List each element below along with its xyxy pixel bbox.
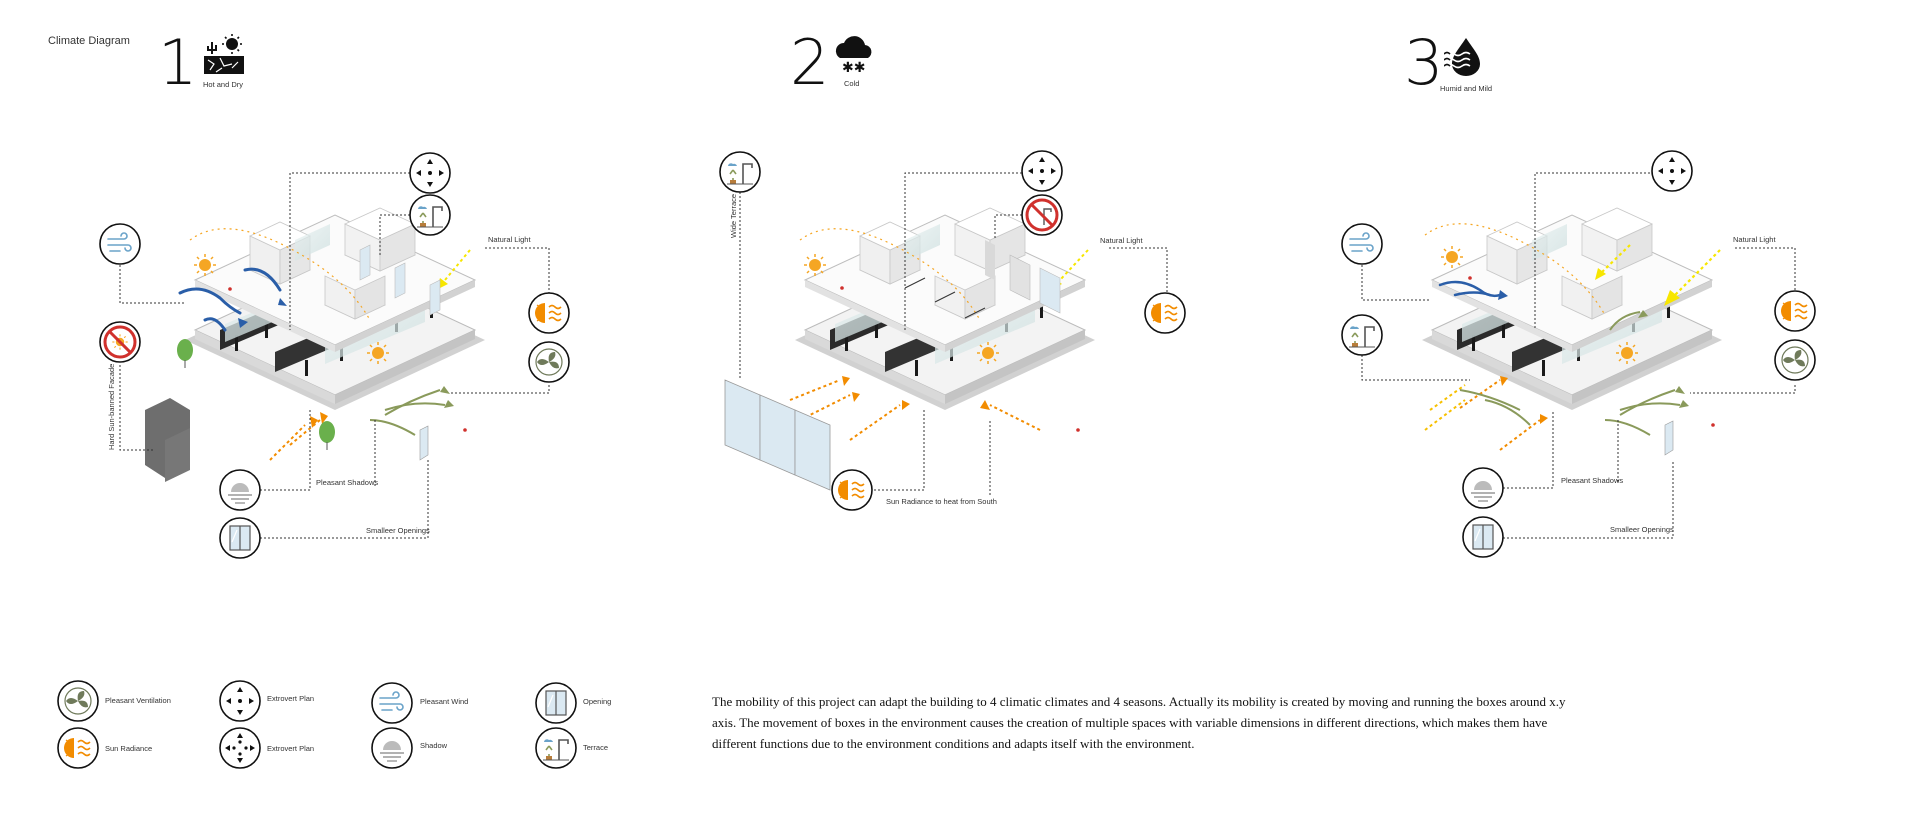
- callout-wide-terrace: Wide Terrace: [729, 194, 738, 238]
- climate-label: Cold: [844, 79, 860, 88]
- callout-natural-light: Natural Light: [488, 235, 531, 244]
- callout-pleasant-shadows: Pleasant Shadows: [1561, 476, 1623, 485]
- legend-label: Extrovert Plan: [267, 694, 314, 703]
- diagram-1-annotations: Natural Light Pleasant Shadows Smalleer …: [100, 153, 569, 558]
- no-sun-icon: [100, 322, 140, 362]
- legend-label: Pleasant Ventilation: [105, 696, 171, 705]
- legend-label: Shadow: [420, 741, 448, 750]
- window-icon: [220, 518, 260, 558]
- extrovert-arrows-icon: [1022, 151, 1062, 191]
- climate-number: 3: [1404, 26, 1444, 99]
- fan-icon: [58, 681, 98, 721]
- desert-sun-icon: [204, 34, 244, 74]
- fan-icon: [529, 342, 569, 382]
- legend-label: Terrace: [583, 743, 608, 752]
- sun-radiance-icon: [529, 293, 569, 333]
- sun-radiance-icon: [58, 728, 98, 768]
- svg-text:✱✱: ✱✱: [842, 60, 865, 74]
- callout-natural-light: Natural Light: [1733, 235, 1776, 244]
- window-icon: [1463, 517, 1503, 557]
- extrovert-arrows-icon: [410, 153, 450, 193]
- snow-cloud-icon: ✱✱: [835, 36, 872, 74]
- terrace-icon: [720, 152, 760, 192]
- climate-number: 2: [790, 26, 830, 99]
- diagram-3-annotations: Natural Light Pleasant Shadows Smalleer …: [1342, 151, 1815, 557]
- extrovert-arrows-alt-icon: [219, 727, 261, 769]
- climate-label: Humid and Mild: [1440, 84, 1493, 93]
- diagram-cold: [794, 207, 1096, 411]
- terrace-icon: [410, 195, 450, 235]
- sun-radiance-icon: [1775, 291, 1815, 331]
- no-terrace-icon: [1020, 193, 1064, 237]
- shadow-icon: [220, 470, 260, 510]
- wind-icon: [372, 683, 412, 723]
- terrace-icon: [536, 728, 576, 768]
- legend-label: Opening: [583, 697, 611, 706]
- callout-hard-sun-facade: Hard Sun-banned Facade: [107, 364, 116, 450]
- callout-natural-light: Natural Light: [1100, 236, 1143, 245]
- climate-label: Hot and Dry: [203, 80, 244, 89]
- shadow-icon: [372, 728, 412, 768]
- climate-number: 1: [158, 26, 198, 99]
- page-title: Climate Diagram: [48, 35, 130, 47]
- legend-label: Pleasant Wind: [420, 697, 468, 706]
- extrovert-arrows-icon: [1652, 151, 1692, 191]
- legend: Pleasant Ventilation Sun Radiance Extrov…: [58, 681, 611, 769]
- legend-label: Extrovert Plan: [267, 744, 314, 753]
- sun-radiance-icon: [832, 470, 872, 510]
- callout-pleasant-shadows: Pleasant Shadows: [316, 478, 378, 487]
- water-drop-waves-icon: [1444, 38, 1480, 76]
- callout-smaller-openings: Smalleer Openings: [366, 526, 430, 535]
- extrovert-arrows-icon: [220, 681, 260, 721]
- shadow-icon: [1463, 468, 1503, 508]
- callout-sun-radiance-south: Sun Radiance to heat from South: [886, 497, 997, 506]
- sun-radiance-icon: [1145, 293, 1185, 333]
- diagram-2-annotations: Natural Light Sun Radiance to heat from …: [720, 151, 1185, 510]
- wind-icon: [1342, 224, 1382, 264]
- project-description: The mobility of this project can adapt t…: [712, 694, 1566, 751]
- fan-icon: [1775, 340, 1815, 380]
- window-icon: [536, 683, 576, 723]
- callout-smaller-openings: Smalleer Openings: [1610, 525, 1674, 534]
- legend-label: Sun Radiance: [105, 744, 152, 753]
- wind-icon: [100, 224, 140, 264]
- terrace-icon: [1342, 315, 1382, 355]
